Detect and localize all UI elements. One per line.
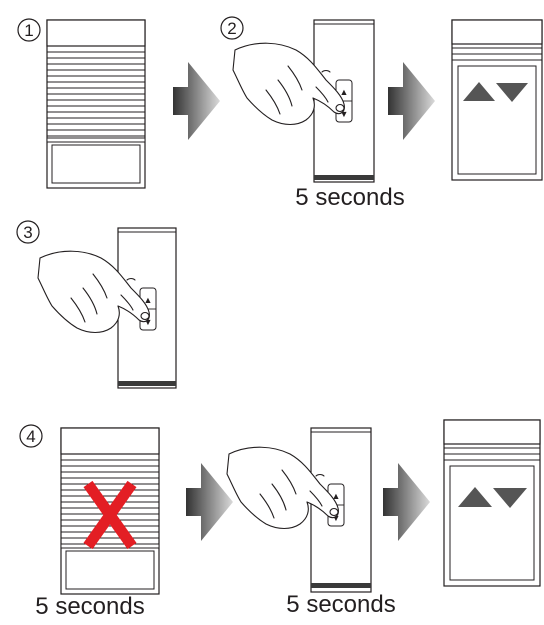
step-3-number: 3 <box>23 223 32 242</box>
pointing-hand-icon <box>232 42 345 126</box>
step-4-badge: 4 <box>19 424 43 448</box>
step-4-caption-left: 5 seconds <box>35 593 144 620</box>
pointing-hand-icon <box>226 446 339 530</box>
roller-shutter-icon <box>451 19 543 181</box>
up-button-symbol: ▲ <box>340 87 349 97</box>
roller-shutter-icon <box>46 19 146 189</box>
remote-control-icon: ▲ ▼ <box>310 427 372 593</box>
down-button-symbol: ▼ <box>144 317 153 327</box>
right-arrow-icon <box>173 62 220 140</box>
step-4-number: 4 <box>26 427 35 446</box>
up-button-symbol: ▲ <box>332 491 341 501</box>
up-down-triangles-icon <box>458 487 527 508</box>
pointing-hand-icon <box>37 250 150 334</box>
right-arrow-icon <box>186 463 233 541</box>
step-2-number: 2 <box>227 19 236 38</box>
right-arrow-icon <box>388 62 435 140</box>
down-button-symbol: ▼ <box>332 513 341 523</box>
right-arrow-icon <box>383 463 430 541</box>
step-1-badge: 1 <box>17 18 41 42</box>
step-4-caption-right: 5 seconds <box>286 591 395 618</box>
down-button-symbol: ▼ <box>340 109 349 119</box>
red-x-icon <box>83 480 137 550</box>
step-3-badge: 3 <box>16 220 40 244</box>
up-button-symbol: ▲ <box>144 295 153 305</box>
up-down-triangles-icon <box>463 82 528 102</box>
step-2-caption: 5 seconds <box>295 184 404 211</box>
step-1-number: 1 <box>24 21 33 40</box>
roller-shutter-icon <box>443 419 541 587</box>
step-2-badge: 2 <box>220 16 244 40</box>
